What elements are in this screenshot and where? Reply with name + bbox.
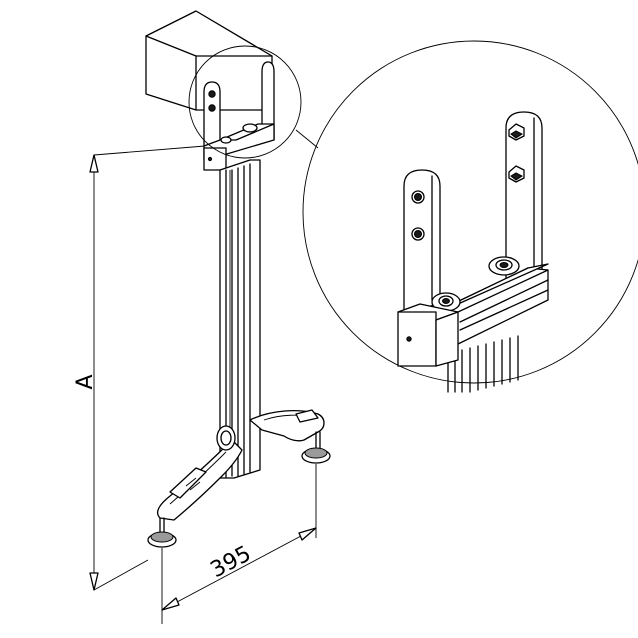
width-arrow-right — [298, 527, 317, 541]
base-legs — [147, 409, 331, 548]
vertical-profile-column — [219, 159, 261, 479]
height-arrow-top — [89, 154, 99, 173]
top-bracket-small — [203, 61, 275, 171]
height-dimension: A — [73, 145, 206, 591]
width-dimension: 395 — [161, 464, 317, 624]
width-dimension-label: 395 — [207, 541, 256, 583]
height-arrow-bottom — [89, 572, 99, 591]
height-extension-bottom — [93, 559, 149, 591]
height-dimension-label: A — [73, 374, 98, 389]
height-extension-top — [93, 145, 206, 156]
detail-callout — [188, 40, 638, 384]
width-arrow-left — [161, 597, 180, 611]
detail-enlarged-bracket — [397, 111, 549, 393]
width-dimension-line — [161, 527, 317, 611]
detail-leader-line — [295, 129, 319, 149]
detail-marker-circle — [188, 45, 302, 159]
detail-view-circle — [302, 40, 638, 384]
